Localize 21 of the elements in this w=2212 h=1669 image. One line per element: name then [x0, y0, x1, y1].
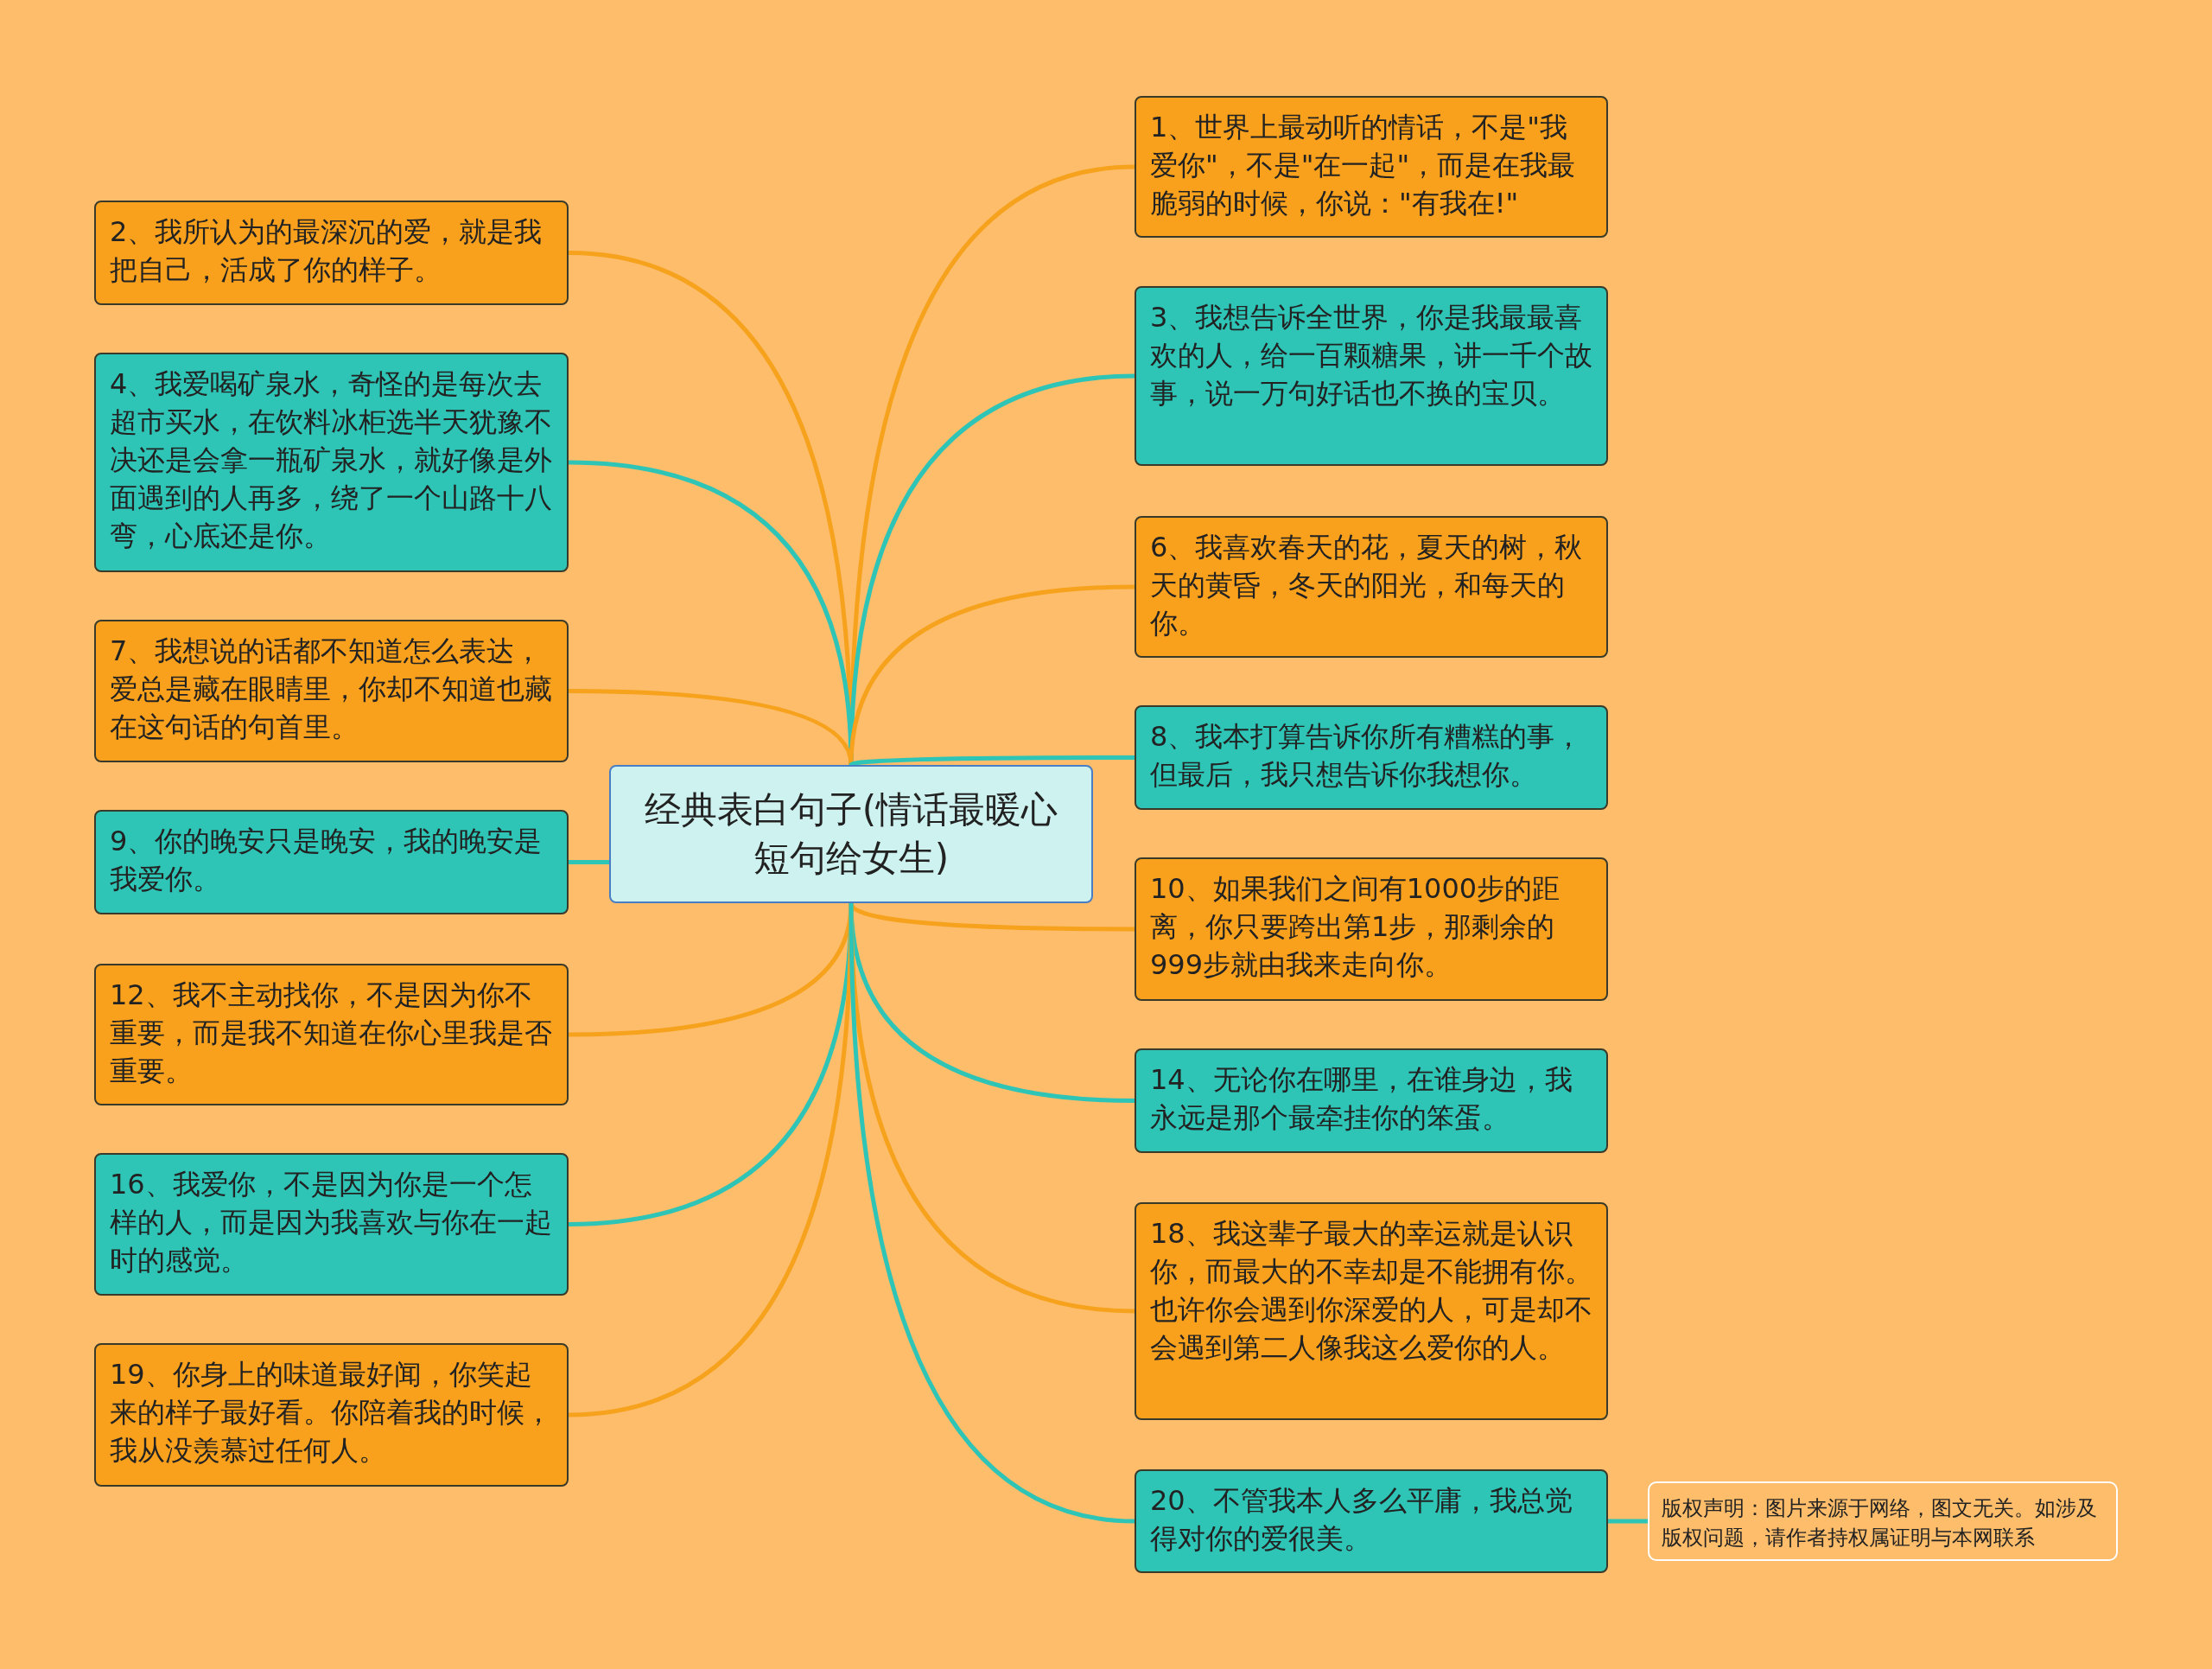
topic-box: 20、不管我本人多么平庸，我总觉得对你的爱很美。 — [1135, 1469, 1608, 1573]
topic-box: 18、我这辈子最大的幸运就是认识你，而最大的不幸却是不能拥有你。也许你会遇到你深爱的人，可是却不会遇到第二人像我这么爱你的人。 — [1135, 1202, 1608, 1420]
topic-box: 3、我想告诉全世界，你是我最最喜欢的人，给一百颗糖果，讲一千个故事，说一万句好话也不换的宝贝。 — [1135, 286, 1608, 466]
topic-box: 6、我喜欢春天的花，夏天的树，秋天的黄昏，冬天的阳光，和每天的你。 — [1135, 516, 1608, 658]
topic-box: 1、世界上最动听的情话，不是"我爱你"，不是"在一起"，而是在我最脆弱的时候，你说："有我在!" — [1135, 96, 1608, 238]
topic-box: 2、我所认为的最深沉的爱，就是我把自己，活成了你的样子。 — [94, 201, 569, 305]
connector-line — [1608, 1519, 1648, 1524]
connector-line — [849, 755, 1135, 768]
central-topic-box: 经典表白句子(情话最暖心短句给女生) — [609, 765, 1093, 903]
topic-box: 12、我不主动找你，不是因为你不重要，而是我不知道在你心里我是否重要。 — [94, 964, 569, 1105]
topic-box: 4、我爱喝矿泉水，奇怪的是每次去超市买水，在饮料冰柜选半天犹豫不决还是会拿一瓶矿泉水，就好像是外面遇到的人再多，绕了一个山路十八弯，心底还是你。 — [94, 353, 569, 572]
topic-box: 16、我爱你，不是因为你是一个怎样的人，而是因为我喜欢与你在一起时的感觉。 — [94, 1153, 569, 1296]
connector-line — [569, 860, 609, 864]
topic-box: 7、我想说的话都不知道怎么表达，爱总是藏在眼睛里，你却不知道也藏在这句话的句首里。 — [94, 620, 569, 762]
topic-box: 8、我本打算告诉你所有糟糕的事，但最后，我只想告诉你我想你。 — [1135, 705, 1608, 810]
topic-box: 9、你的晚安只是晚安，我的晚安是我爱你。 — [94, 810, 569, 914]
connector-line — [849, 902, 1135, 1524]
note-box: 版权声明：图片来源于网络，图文无关。如涉及版权问题，请作者持权属证明与本网联系 — [1648, 1481, 2118, 1561]
topic-box: 19、你身上的味道最好闻，你笑起来的样子最好看。你陪着我的时候，我从没羡慕过任何人。 — [94, 1343, 569, 1487]
topic-box: 14、无论你在哪里，在谁身边，我永远是那个最牵挂你的笨蛋。 — [1135, 1048, 1608, 1153]
topic-box: 10、如果我们之间有1000步的距离，你只要跨出第1步，那剩余的999步就由我来走向你。 — [1135, 857, 1608, 1001]
